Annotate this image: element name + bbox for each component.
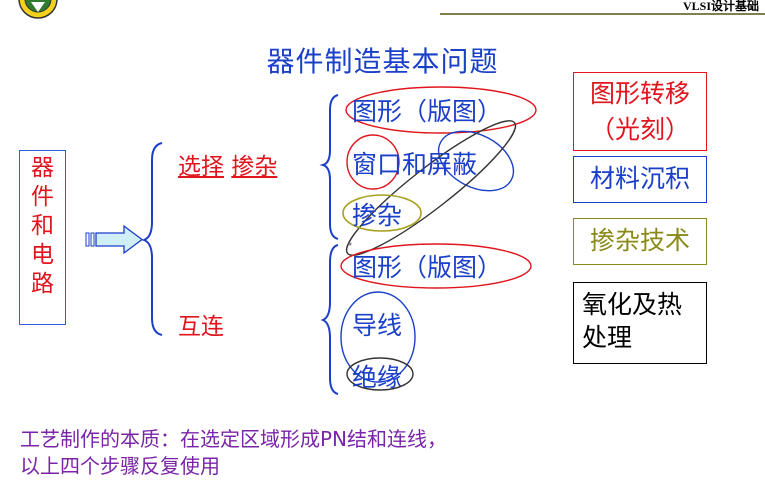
- interconnect-label: 互连: [178, 314, 224, 340]
- university-logo-icon: [17, 0, 59, 20]
- pattern2-ellipse: [340, 243, 532, 289]
- select-brace: [319, 94, 339, 240]
- logo-emblem-icon: [18, 0, 58, 19]
- devices-circuits-label: 器 件 和 电 路: [20, 154, 65, 299]
- oxidation-line1: 氧化及热: [582, 290, 683, 319]
- summary-line-2: 以上四个步骤反复使用: [20, 454, 220, 478]
- lithography-line1: 图形转移: [589, 79, 690, 108]
- window-shield-label: 窗口和屏蔽: [352, 150, 478, 179]
- vertical-char: 件: [31, 184, 54, 210]
- pattern-layout-label-2: 图形（版图）: [352, 253, 503, 282]
- insulation-ellipse: [346, 357, 414, 391]
- vertical-char: 电: [31, 242, 54, 268]
- doping-tech-box: 掺杂技术: [573, 218, 707, 265]
- doping-text: 掺杂: [231, 154, 278, 180]
- devices-circuits-box: 器 件 和 电 路: [19, 150, 66, 325]
- vertical-char: 器: [31, 155, 54, 181]
- conductor-ellipse: [340, 291, 416, 383]
- wire-label: 导线: [352, 311, 403, 340]
- main-brace: [141, 142, 163, 336]
- small-dot: [348, 242, 352, 246]
- doping-ellipse: [342, 194, 422, 232]
- connect-brace: [320, 244, 339, 395]
- select-doping-label: 选择 掺杂: [178, 147, 277, 181]
- lithography-box: 图形转移 （光刻）: [573, 72, 707, 151]
- right-arrow-icon: [85, 224, 144, 255]
- insulation-label: 绝缘: [352, 363, 403, 392]
- pattern1-ellipse: [345, 86, 537, 134]
- deposition-box: 材料沉积: [573, 156, 707, 203]
- select-text: 选择: [178, 154, 224, 180]
- course-title: VLSI设计基础: [682, 0, 759, 13]
- vertical-char: 路: [31, 271, 54, 297]
- vertical-char: 和: [31, 213, 54, 239]
- header-rule: [440, 13, 765, 15]
- window-ellipse: [346, 134, 400, 190]
- lithography-line2: （光刻）: [589, 115, 690, 144]
- connector-ellipse: [345, 120, 517, 256]
- summary-line-1: 工艺制作的本质：在选定区域形成PN结和连线，: [20, 427, 448, 451]
- pattern-layout-label-1: 图形（版图）: [352, 97, 503, 126]
- page-title: 器件制造基本问题: [266, 45, 499, 78]
- shield-ellipse: [437, 130, 515, 192]
- doping-label: 掺杂: [352, 201, 403, 230]
- oxidation-line2: 处理: [582, 323, 633, 352]
- oxidation-box: 氧化及热 处理: [573, 282, 707, 364]
